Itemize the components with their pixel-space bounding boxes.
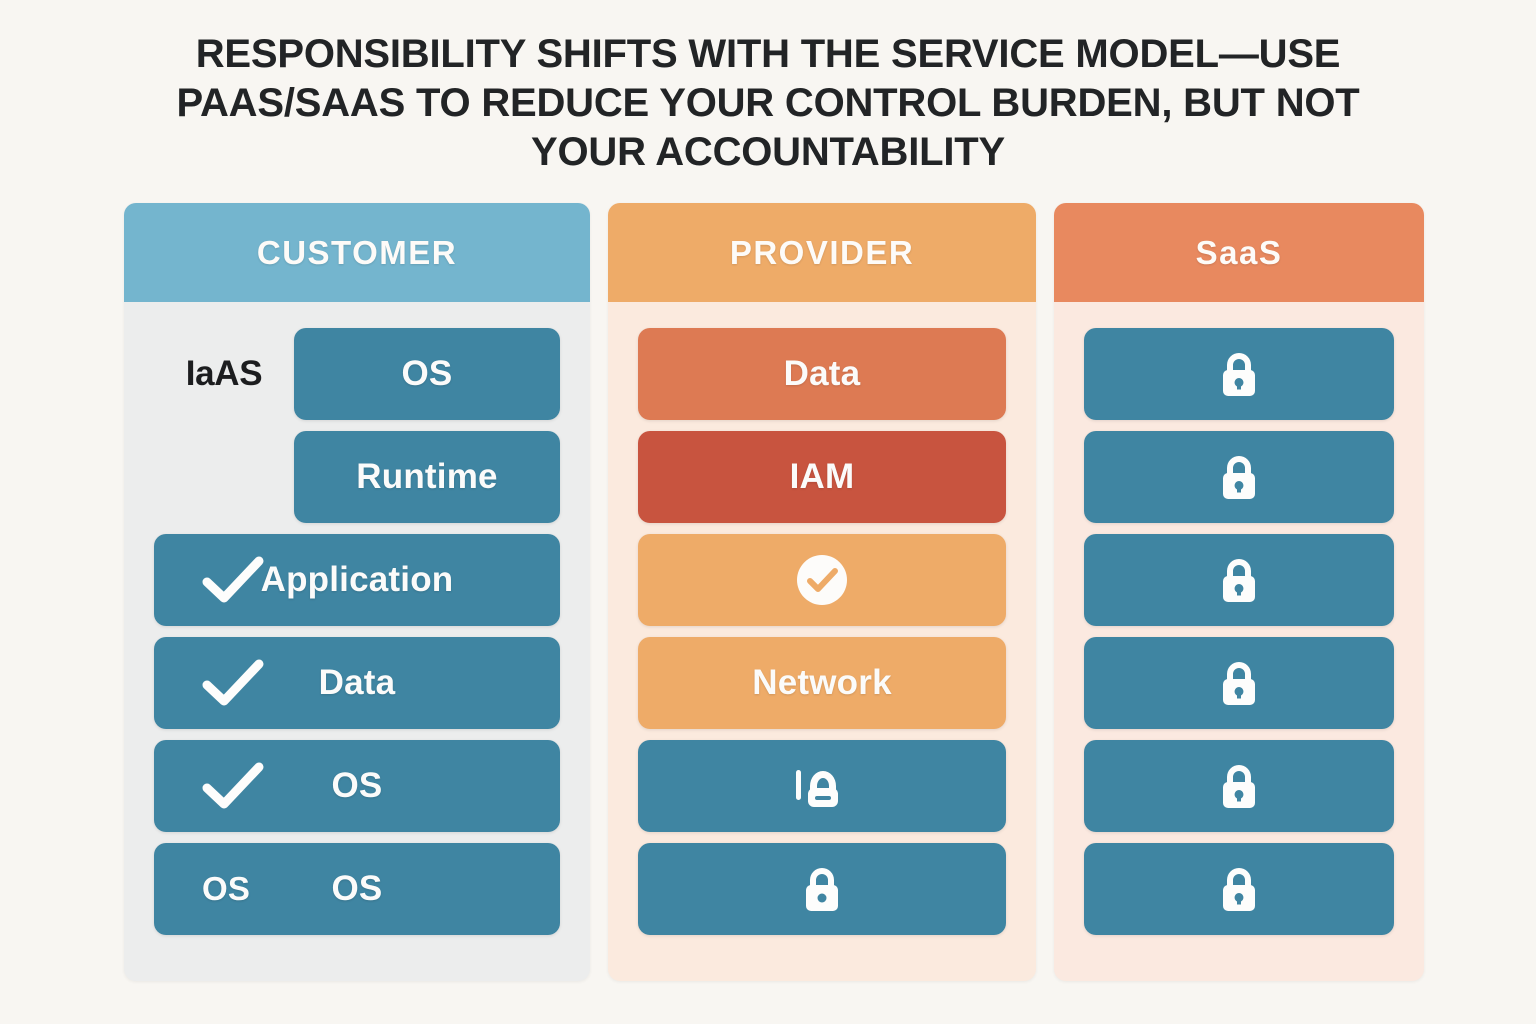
row-bar[interactable]: OS OS [154,843,560,935]
column-body-provider: Data IAM Network [608,302,1036,981]
iaas-label: IaAS [185,354,263,393]
check-icon [202,762,264,810]
lock-distorted-icon [794,760,850,812]
row-bar[interactable]: Application [154,534,560,626]
table-row[interactable] [1084,328,1394,420]
column-header-customer: CUSTOMER [124,203,590,302]
table-row[interactable] [1084,431,1394,523]
column-header-provider: PROVIDER [608,203,1036,302]
lock-icon [800,862,844,916]
columns-container: CUSTOMER IaAS OS Runtime [124,203,1424,981]
row-label: Data [783,354,861,393]
lock-icon [1217,862,1261,916]
column-customer: CUSTOMER IaAS OS Runtime [124,203,590,981]
lock-icon [1217,759,1261,813]
row-side-label-slot: IaAS [154,354,294,394]
column-provider: PROVIDER Data IAM [608,203,1036,981]
table-row[interactable] [1084,740,1394,832]
table-row[interactable]: Runtime [154,431,560,523]
table-row[interactable]: IaAS OS [154,328,560,420]
row-label: Network [752,663,892,702]
column-header-saas: SaaS [1054,203,1424,302]
column-body-customer: IaAS OS Runtime [124,302,590,981]
lock-icon [1217,347,1261,401]
circle-check-icon [795,553,849,607]
table-row[interactable]: Application [154,534,560,626]
row-bar[interactable]: Runtime [294,431,560,523]
row-label: Application [260,560,454,599]
row-bar[interactable]: OS [294,328,560,420]
table-row[interactable]: Network [638,637,1006,729]
row-label: IAM [789,457,855,496]
table-row[interactable] [638,843,1006,935]
table-row[interactable] [1084,637,1394,729]
table-row[interactable]: OS OS [154,843,560,935]
lock-icon [1217,656,1261,710]
row-label: OS [331,766,383,805]
table-row[interactable] [1084,843,1394,935]
check-icon [202,659,264,707]
table-row[interactable] [638,534,1006,626]
table-row[interactable] [638,740,1006,832]
row-bar[interactable]: OS [154,740,560,832]
row-label: Runtime [356,457,498,496]
row-label: OS [401,354,453,393]
check-icon [202,556,264,604]
row-left-text: OS [202,870,251,907]
column-body-saas [1054,302,1424,981]
row-bar[interactable]: Data [154,637,560,729]
table-row[interactable]: Data [638,328,1006,420]
row-label: OS [331,869,383,908]
lock-icon [1217,450,1261,504]
lock-icon [1217,553,1261,607]
row-label: Data [318,663,396,702]
table-row[interactable]: IAM [638,431,1006,523]
column-saas: SaaS [1054,203,1424,981]
page-title: RESPONSIBILITY SHIFTS WITH THE SERVICE M… [176,32,1360,174]
table-row[interactable] [1084,534,1394,626]
table-row[interactable]: OS [154,740,560,832]
table-row[interactable]: Data [154,637,560,729]
